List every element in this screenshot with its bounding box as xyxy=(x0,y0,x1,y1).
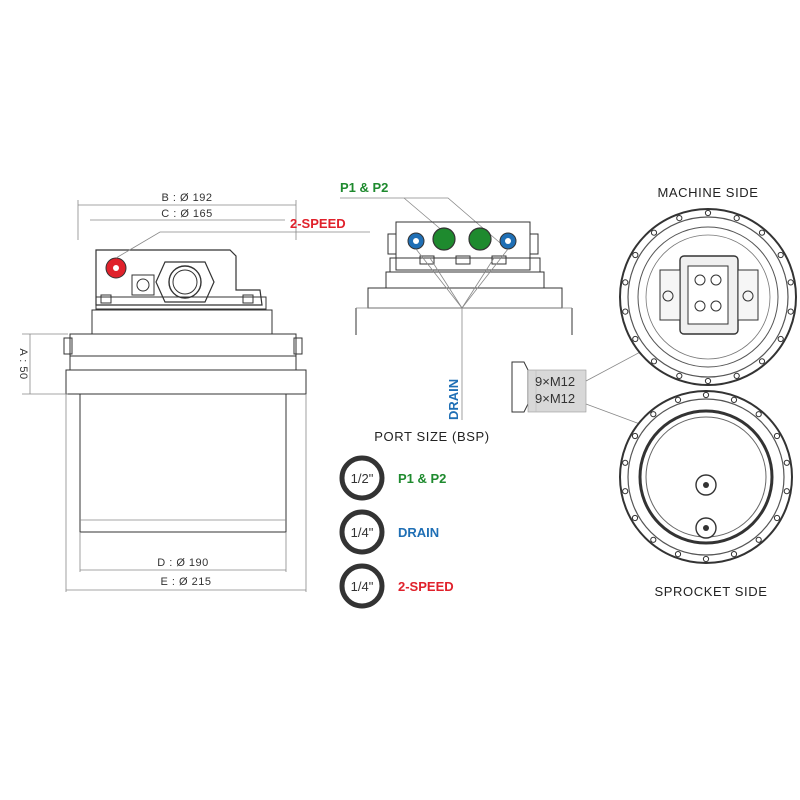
dim-b-label: B : Ø 192 xyxy=(162,192,213,204)
port-row: 1/2" P1 & P2 xyxy=(339,455,446,501)
bolt-hole xyxy=(632,335,639,343)
bolt-hole xyxy=(676,372,683,379)
bolt-hole xyxy=(631,432,639,440)
bolt-hole xyxy=(730,551,738,558)
dim-d-label: D : Ø 190 xyxy=(157,557,209,569)
bolt-hole xyxy=(777,335,784,343)
port-name: 2-SPEED xyxy=(398,579,454,594)
bolt-hole xyxy=(674,551,682,558)
bolt-hole xyxy=(632,251,639,259)
bolt-hole xyxy=(704,209,712,217)
bolt-hole xyxy=(702,391,710,399)
port-size-value: 1/4" xyxy=(351,579,374,594)
bolt-hole xyxy=(755,411,762,418)
top-view: P1 & P2 DRAIN xyxy=(340,180,573,420)
port-size-value: 1/2" xyxy=(351,471,374,486)
bolt-hole xyxy=(676,215,683,222)
bolt-hole xyxy=(733,372,740,379)
bolt-hole xyxy=(674,396,682,403)
bolt-hole xyxy=(622,459,629,466)
bolt-hole xyxy=(622,308,629,315)
bolt-hole xyxy=(704,377,712,385)
sprocket-bolt-holes xyxy=(622,391,790,563)
machine-side-label: MACHINE SIDE xyxy=(657,185,758,200)
drain-callout: DRAIN xyxy=(446,379,461,420)
sprocket-side-view: SPROCKET SIDE xyxy=(619,390,793,599)
side-view: B : Ø 192 C : Ø 165 2-SPEED A : 50 xyxy=(17,192,370,592)
two-speed-callout: 2-SPEED xyxy=(290,216,346,231)
machine-bolt-holes xyxy=(622,209,794,385)
bolt-hole xyxy=(758,229,766,236)
dim-a-label: A : 50 xyxy=(17,348,29,379)
bolt-hole xyxy=(777,251,784,259)
bolt-hole xyxy=(755,536,762,543)
port-size-legend: PORT SIZE (BSP) 1/2" P1 & P2 1/4" DRAIN … xyxy=(339,429,489,609)
bolt-hole xyxy=(730,396,738,403)
bolt-hole xyxy=(622,279,629,286)
bolt-hole xyxy=(702,555,710,563)
port-size-title: PORT SIZE (BSP) xyxy=(374,429,489,444)
bolt-hole xyxy=(773,432,781,440)
port-row: 1/4" DRAIN xyxy=(339,509,439,555)
bolt-hole xyxy=(733,215,740,222)
bolt-label-sprocket: 9×M12 xyxy=(535,391,575,406)
bolt-hole xyxy=(650,358,658,365)
bolt-hole xyxy=(758,358,766,365)
bolt-hole xyxy=(783,488,790,495)
bolt-hole xyxy=(773,514,781,522)
dim-c-label: C : Ø 165 xyxy=(161,208,213,220)
port-row: 1/4" 2-SPEED xyxy=(339,563,454,609)
port-size-value: 1/4" xyxy=(351,525,374,540)
bolt-hole xyxy=(650,229,658,236)
bolt-hole xyxy=(650,536,657,543)
bolt-label-machine: 9×M12 xyxy=(535,374,575,389)
bolt-hole xyxy=(787,308,794,315)
sprocket-side-label: SPROCKET SIDE xyxy=(654,584,767,599)
bolt-hole xyxy=(631,514,639,522)
p1p2-callout: P1 & P2 xyxy=(340,180,388,195)
dim-e-label: E : Ø 215 xyxy=(161,576,212,588)
bolt-hole xyxy=(650,411,657,418)
bolt-hole xyxy=(622,488,629,495)
port-name: P1 & P2 xyxy=(398,471,446,486)
bolt-spec: 9×M12 9×M12 xyxy=(511,349,645,425)
machine-side-view: MACHINE SIDE xyxy=(619,185,797,386)
p1-port xyxy=(432,227,456,251)
port-name: DRAIN xyxy=(398,525,439,540)
p2-port xyxy=(468,227,492,251)
bolt-hole xyxy=(783,459,790,466)
bolt-hole xyxy=(787,279,794,286)
